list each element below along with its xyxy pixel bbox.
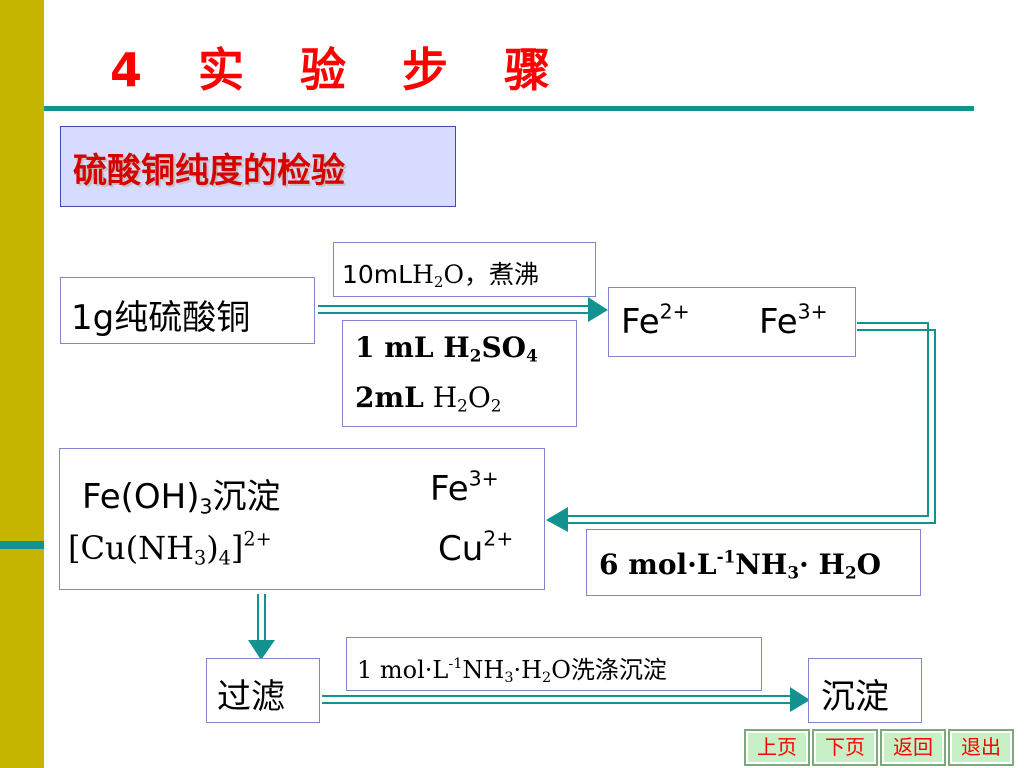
ammonia-condition-text: 6 mol·L-1NH3· H2O xyxy=(599,548,881,581)
reagent-line-1: 1 mL H2SO4 xyxy=(355,331,538,364)
reagent-2-sub2: 2 xyxy=(490,395,502,416)
wash-sup: -1 xyxy=(448,655,463,672)
nh3-sub2: 2 xyxy=(844,562,857,583)
feoh3-b: 沉淀 xyxy=(212,477,281,517)
precipitate-box: 沉淀 xyxy=(808,658,922,723)
page-title: 4 实 验 步 骤 xyxy=(110,43,571,97)
complex-charge: 2+ xyxy=(243,527,272,551)
cu2-charge: 2+ xyxy=(483,526,514,551)
fe2-symbol: Fe xyxy=(621,302,660,342)
fe3-reactant-charge: 3+ xyxy=(468,466,499,491)
reagent-2-a: 2mL xyxy=(355,381,424,414)
wash-condition-text: 1 mol·L-1NH3·H2O洗涤沉淀 xyxy=(357,650,667,685)
fe3-ion: Fe3+ xyxy=(759,302,828,342)
fe2-charge: 2+ xyxy=(659,299,690,324)
back-button[interactable]: 返回 xyxy=(880,729,946,766)
nh3-b: NH xyxy=(735,548,788,581)
arrow-filter-to-precipitate xyxy=(322,695,790,704)
nh3-a: 6 mol·L xyxy=(599,548,717,581)
feoh3-sub: 3 xyxy=(199,494,213,519)
iron-oxidation-box: Fe2+ Fe3+ xyxy=(608,287,856,357)
subtitle: 硫酸铜纯度的检验 xyxy=(73,151,345,191)
reagent-1-a: 1 mL H xyxy=(355,331,470,364)
wash-d: O洗涤沉淀 xyxy=(551,656,667,684)
ammonia-condition-box: 6 mol·L-1NH3· H2O xyxy=(586,529,921,596)
condition-heat-prefix: 10mL xyxy=(342,260,413,289)
cu2-reactant: Cu2+ xyxy=(438,529,513,569)
arrowhead-filter-to-precipitate xyxy=(790,687,810,712)
start-box: 1g纯硫酸铜 xyxy=(60,277,315,344)
filter-label: 过滤 xyxy=(217,677,285,717)
copper-ammine-complex: [Cu(NH3)4]2+ xyxy=(68,529,272,567)
condition-box-reagents: 1 mL H2SO4 2mL H2O2 xyxy=(342,320,577,427)
reagent-2-sub1: 2 xyxy=(457,395,468,416)
cu2-symbol: Cu xyxy=(438,529,484,569)
wash-sub1: 3 xyxy=(504,670,514,687)
condition-heat-o: O xyxy=(443,260,464,289)
reagent-2-b: H xyxy=(423,381,458,414)
reagent-1-b: SO xyxy=(481,331,527,364)
title-underline xyxy=(44,106,974,111)
feoh3-a: Fe(OH) xyxy=(82,477,200,517)
wash-b: NH xyxy=(462,656,505,684)
arrowhead-mid-to-filter xyxy=(248,640,275,660)
arrow-mid-to-filter xyxy=(257,594,266,640)
arrow-fe-to-mid xyxy=(568,322,936,524)
condition-heat-h: H xyxy=(412,260,434,289)
next-page-button[interactable]: 下页 xyxy=(812,729,878,766)
subtitle-box: 硫酸铜纯度的检验 xyxy=(60,126,456,207)
ammonia-reaction-box: Fe(OH)3沉淀 Fe3+ [Cu(NH3)4]2+ Cu2+ xyxy=(59,448,545,590)
arrowhead-fe-to-mid xyxy=(546,507,568,532)
nh3-sup: -1 xyxy=(716,546,736,567)
reagent-line-2: 2mL H2O2 xyxy=(355,381,501,414)
prev-page-button[interactable]: 上页 xyxy=(744,729,810,766)
condition-heat-suffix: ，煮沸 xyxy=(463,260,539,289)
complex-c: ] xyxy=(230,529,244,567)
condition-heat-sub: 2 xyxy=(433,273,444,292)
arrowhead-start-to-fe xyxy=(588,297,608,322)
fe3-charge: 3+ xyxy=(797,299,828,324)
arrow-start-to-fe xyxy=(318,305,588,314)
fe3-symbol: Fe xyxy=(759,302,798,342)
fe3-reactant: Fe3+ xyxy=(430,469,499,509)
filter-box: 过滤 xyxy=(206,658,320,723)
complex-sub2: 4 xyxy=(218,546,231,570)
exit-button[interactable]: 退出 xyxy=(948,729,1014,766)
nh3-d: O xyxy=(856,548,882,581)
condition-box-heat: 10mLH2O，煮沸 xyxy=(333,242,596,297)
fe2-ion: Fe2+ xyxy=(621,302,690,342)
fe3-reactant-symbol: Fe xyxy=(430,469,469,509)
complex-sub1: 3 xyxy=(193,546,207,570)
wash-condition-box: 1 mol·L-1NH3·H2O洗涤沉淀 xyxy=(346,637,762,691)
wash-c: ·H xyxy=(513,656,543,684)
complex-a: [Cu(NH xyxy=(68,529,194,567)
precipitate-label: 沉淀 xyxy=(821,677,889,717)
reagent-2-c: O xyxy=(467,381,491,414)
reagent-1-sub2: 4 xyxy=(526,345,538,366)
feoh3-precipitate: Fe(OH)3沉淀 xyxy=(82,469,280,518)
complex-b: ) xyxy=(206,529,219,567)
nh3-sub1: 3 xyxy=(787,562,800,583)
left-decor-bar xyxy=(0,0,44,768)
nh3-c: · H xyxy=(799,548,845,581)
reagent-1-sub1: 2 xyxy=(469,345,482,366)
start-label: 1g纯硫酸铜 xyxy=(71,298,251,338)
wash-a: 1 mol·L xyxy=(357,656,449,684)
left-decor-accent xyxy=(0,541,44,549)
wash-sub2: 2 xyxy=(542,670,552,687)
condition-heat-text: 10mLH2O，煮沸 xyxy=(342,255,539,291)
